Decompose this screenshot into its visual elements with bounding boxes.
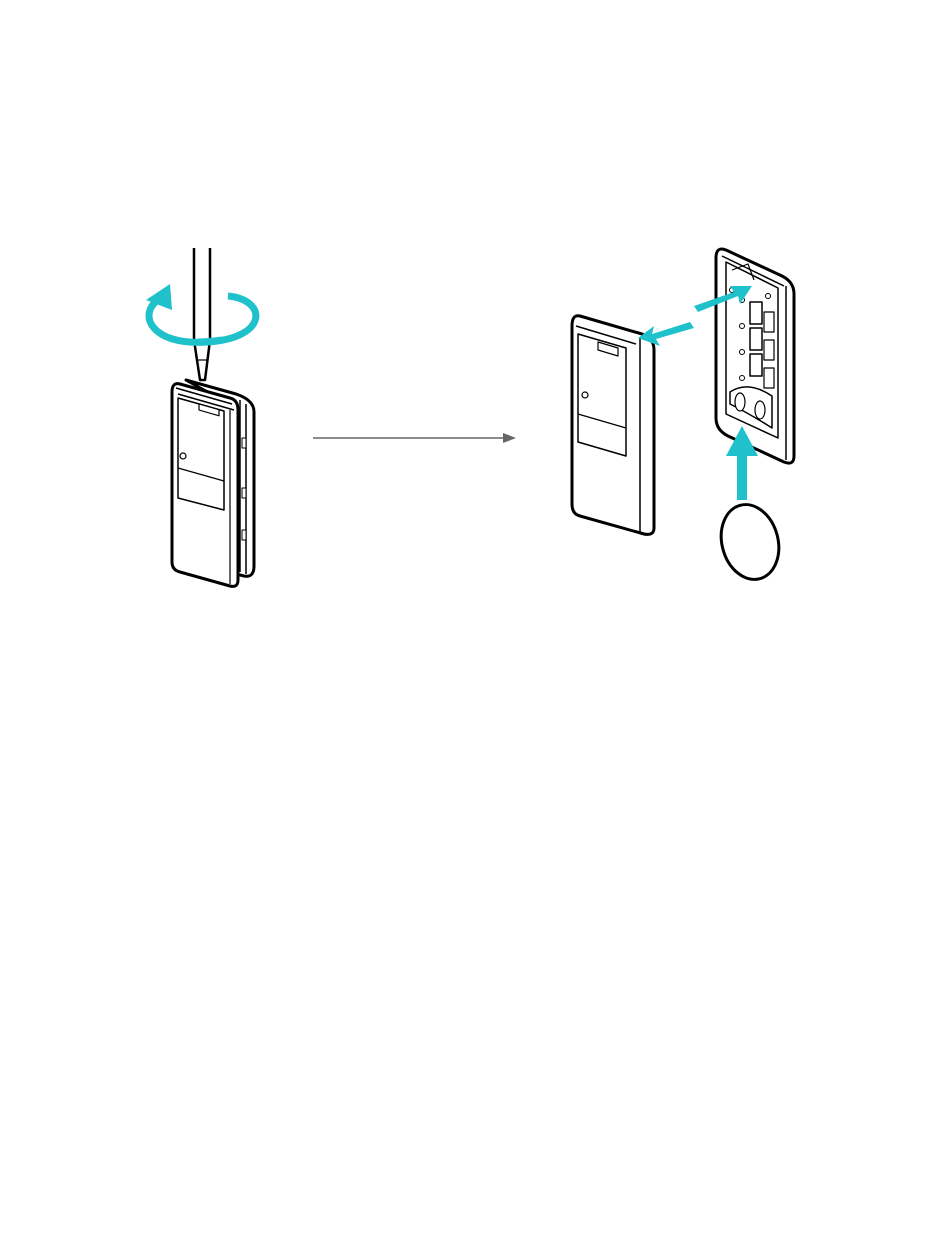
front-cover [572,316,654,535]
coin-battery-icon [713,498,787,586]
back-plate [716,249,794,463]
process-arrow [313,433,516,443]
screwdriver [194,248,210,380]
closed-device [172,380,254,586]
